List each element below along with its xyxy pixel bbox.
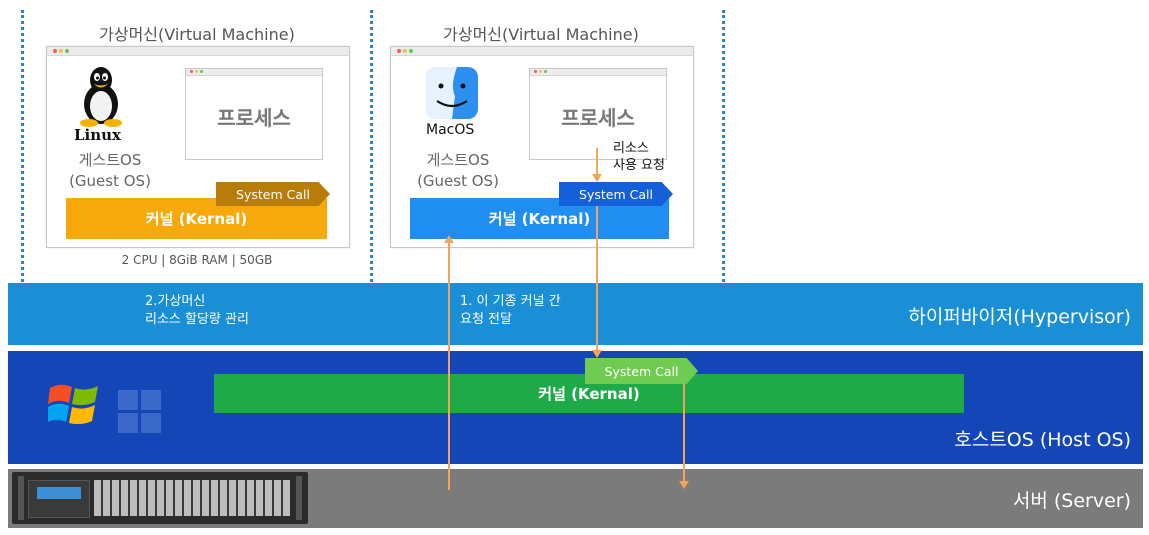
window-titlebar [186, 69, 322, 76]
window-maximize-dot [544, 70, 547, 73]
resource-request-line1: 리소스 [613, 141, 649, 156]
hypervisor-note-mid: 1. 이 기종 커널 간 요청 전달 [460, 293, 561, 329]
guest-os-line2: (Guest OS) [69, 172, 151, 190]
vm-left-spec: 2 CPU | 8GiB RAM | 50GB [121, 253, 273, 267]
server-label: 서버 (Server) [1012, 490, 1131, 512]
window-maximize-dot [200, 70, 203, 73]
hypervisor-note-mid-line1: 1. 이 기종 커널 간 [460, 294, 561, 309]
rack-front-panel [28, 480, 90, 518]
window-minimize-dot [403, 49, 407, 53]
window-close-dot [534, 70, 537, 73]
window-close-dot [53, 49, 57, 53]
guest-os-line1: 게스트OS [78, 151, 142, 169]
hypervisor-note-left-line2: 리소스 할당량 관리 [145, 312, 249, 327]
window-titlebar [391, 47, 693, 56]
windows-panes-icon [118, 390, 161, 433]
hypervisor-band: 2.가상머신 리소스 할당량 관리 1. 이 기종 커널 간 요청 전달 하이퍼… [8, 283, 1143, 345]
linux-os-name: Linux [74, 126, 121, 144]
window-titlebar [530, 69, 666, 76]
window-titlebar [47, 47, 349, 56]
separator-dotted-left [21, 10, 24, 282]
resource-request-label: 리소스 사용 요청 [613, 140, 665, 174]
rack-drive-bays [94, 480, 290, 516]
host-os-label: 호스트OS (Host OS) [954, 429, 1131, 451]
vm-left-guest-os: 게스트OS (Guest OS) [56, 150, 164, 192]
rack-handle-left [18, 476, 24, 520]
vm-left-process-window: 프로세스 [185, 68, 323, 160]
rack-display [37, 487, 81, 499]
hypervisor-note-mid-line2: 요청 전달 [460, 312, 512, 327]
separator-dotted-right [722, 10, 725, 282]
hypervisor-note-left: 2.가상머신 리소스 할당량 관리 [145, 293, 249, 329]
window-maximize-dot [65, 49, 69, 53]
window-maximize-dot [409, 49, 413, 53]
arrowhead-syscall-to-host [592, 350, 602, 358]
window-minimize-dot [59, 49, 63, 53]
guest-os-line2: (Guest OS) [417, 172, 499, 190]
hypervisor-note-left-line1: 2.가상머신 [145, 294, 206, 309]
arrowhead-server-to-kernel [444, 235, 454, 243]
tux-penguin-icon [80, 67, 122, 127]
separator-dotted-middle [370, 10, 373, 282]
vm-right-process-window: 프로세스 [529, 68, 667, 160]
host-system-call: System Call [585, 358, 698, 384]
arrowhead-resource-request [592, 174, 602, 182]
vm-left-system-call: System Call [216, 182, 330, 206]
windows-logo-icon [48, 384, 98, 425]
guest-os-line1: 게스트OS [426, 151, 490, 169]
window-minimize-dot [539, 70, 542, 73]
vm-right-title: 가상머신(Virtual Machine) [443, 25, 639, 44]
hypervisor-label: 하이퍼바이저(Hypervisor) [908, 306, 1131, 328]
window-close-dot [190, 70, 193, 73]
vm-right-system-call: System Call [559, 182, 673, 206]
server-rack-icon [12, 472, 308, 524]
arrowhead-host-to-server [679, 481, 689, 489]
process-label: 프로세스 [217, 106, 291, 130]
vm-right-guest-os: 게스트OS (Guest OS) [404, 150, 512, 192]
macos-os-name: MacOS [426, 122, 475, 138]
resource-request-line2: 사용 요청 [613, 158, 665, 173]
process-label: 프로세스 [561, 106, 635, 130]
rack-handle-right [296, 476, 302, 520]
vm-left-title: 가상머신(Virtual Machine) [99, 25, 295, 44]
window-close-dot [397, 49, 401, 53]
window-minimize-dot [195, 70, 198, 73]
macos-finder-icon [426, 67, 478, 119]
